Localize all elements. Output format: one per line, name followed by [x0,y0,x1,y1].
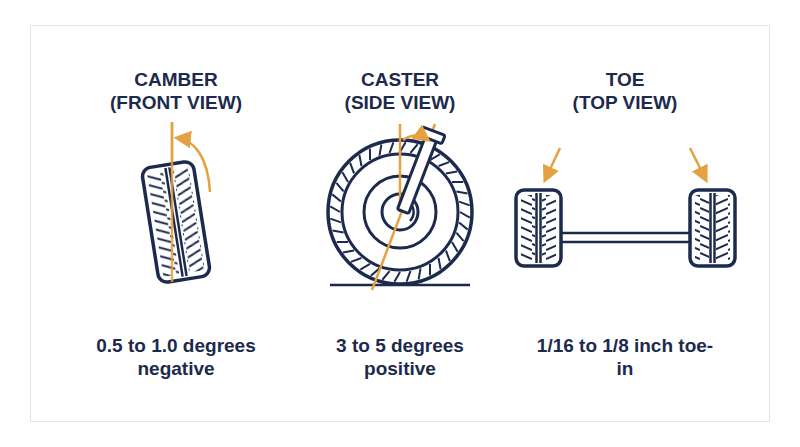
spec-value: 0.5 to 1.0 degrees negative [81,334,271,380]
panel-title: CASTER [290,68,510,91]
tread-line [439,258,441,269]
spec-value: 1/16 to 1/8 inch toe-in [530,334,720,380]
tread-line [333,231,344,233]
toe-tire [690,190,735,266]
tread-line [350,163,354,174]
tread-line [452,242,458,252]
tread-line [337,241,348,243]
tread-line [379,145,381,156]
tread-line [410,144,417,153]
panel-title: TOE [515,68,735,91]
view-name: (SIDE VIEW) [290,91,510,114]
tread-line [336,183,343,192]
tread-line [343,251,354,253]
tread-line [342,172,348,182]
toe-arrow [545,148,560,180]
tread-line [407,271,411,282]
vertical-reference [171,122,174,282]
tread-line [446,251,450,262]
tread-line [369,149,371,160]
view-name: (FRONT VIEW) [66,91,286,114]
tread-line [429,264,431,275]
spec-value: 3 to 5 degrees positive [305,334,495,380]
tread-line [439,162,450,166]
caster-arrow [403,136,428,141]
tread-line [419,268,421,279]
strut [392,127,445,216]
tread-line [456,191,467,193]
tread-line [459,202,470,206]
toe-tire [516,190,561,266]
tread-line [394,272,400,282]
camber-arrow [177,138,210,192]
panel-title: CAMBER [66,68,286,91]
camber-tire [141,161,211,284]
tread-line [360,264,370,270]
tread-line [446,171,457,173]
tread-line [330,219,341,223]
tread-line [332,194,341,201]
toe-arrow [690,148,706,180]
view-name: (TOP VIEW) [515,91,735,114]
tread-line [460,212,470,218]
tread-line [459,222,468,229]
tread-line [382,271,389,280]
tread-line [456,233,463,242]
tread-line [452,181,463,183]
frame [31,26,770,422]
tread-line [390,142,394,153]
tread-line [359,155,361,166]
tread-line [351,258,362,262]
axle [560,232,691,235]
tread-line [330,206,340,212]
